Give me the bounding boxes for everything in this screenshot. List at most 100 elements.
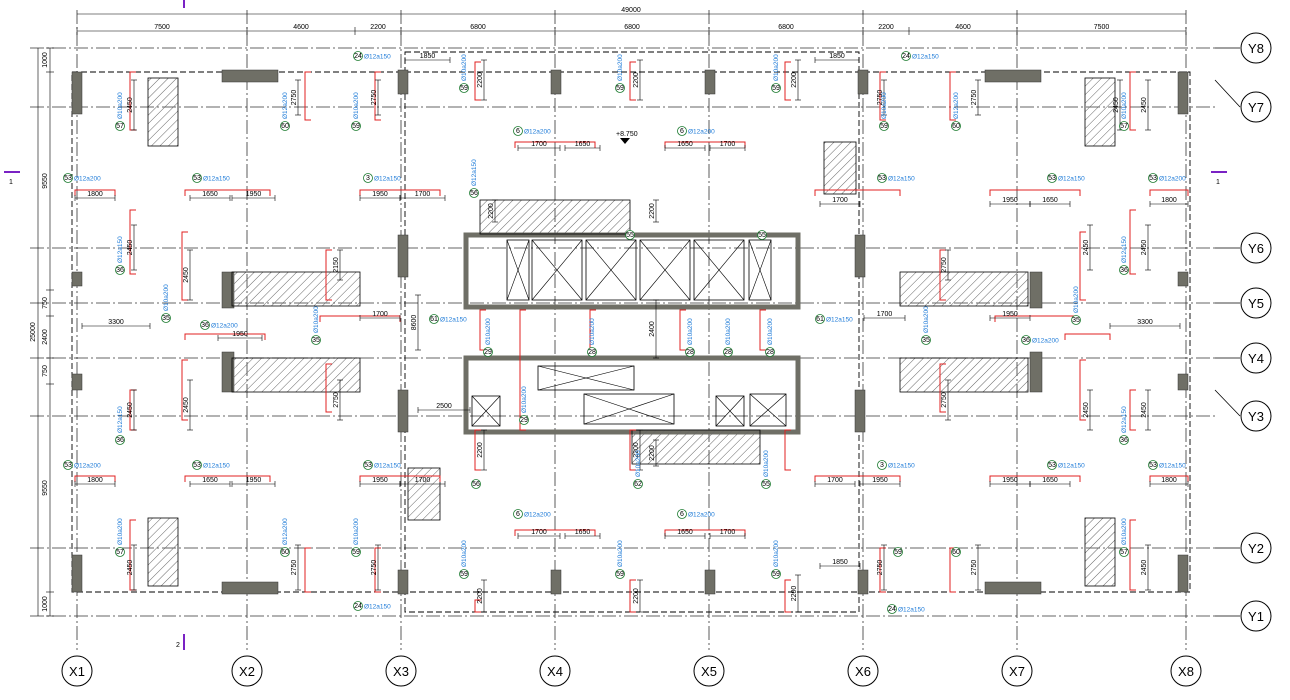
- axis-label-x: X1: [69, 664, 85, 679]
- core-wall-lower: [463, 355, 801, 435]
- dimension-label: 1950: [1002, 311, 1018, 318]
- section-mark-number: 2: [176, 642, 180, 649]
- rebar-bracket: [184, 189, 271, 196]
- dimension-label: 2750: [291, 560, 298, 576]
- shaft-box: [639, 239, 691, 301]
- dimension-label: 1950: [246, 191, 262, 198]
- dimension-label: 2750: [371, 560, 378, 576]
- column: [857, 69, 869, 95]
- opening-hatched: [823, 141, 857, 195]
- rebar-tag-number: 53: [1048, 462, 1056, 469]
- rebar-spec-label: Ø10a200: [521, 386, 528, 413]
- rebar-tag-number: 28: [724, 349, 732, 356]
- rebar-spec-label: Ø12a200: [1159, 175, 1186, 182]
- opening-hatched: [231, 271, 361, 307]
- column: [704, 569, 716, 595]
- dimension-label: 1650: [202, 191, 218, 198]
- left-dimension-label: 2400: [42, 329, 49, 345]
- rebar-tag-circle: [459, 569, 469, 579]
- rebar-spec-label: Ø10a200: [117, 518, 124, 545]
- axis-label-y: Y2: [1248, 541, 1264, 556]
- rebar-tag-circle: [353, 601, 363, 611]
- rebar-tag-circle: [363, 460, 373, 470]
- dimension-label: 2450: [1083, 402, 1090, 418]
- dimension-label: 2450: [127, 560, 134, 576]
- dimension-label: 3300: [1137, 319, 1153, 326]
- column: [1029, 351, 1043, 393]
- dimension-label: 2450: [183, 397, 190, 413]
- shaft-box: [693, 239, 745, 301]
- rebar-tag-number: 53: [878, 175, 886, 182]
- dimension-label: 2450: [183, 267, 190, 283]
- rebar-bracket: [474, 599, 481, 613]
- rebar-bracket: [1129, 71, 1136, 131]
- rebar-tag-number: 35: [312, 337, 320, 344]
- dimension-label: 1800: [87, 477, 103, 484]
- column: [71, 554, 83, 593]
- dimension-label: 1700: [720, 141, 736, 148]
- axis-bubble-x: [539, 655, 571, 687]
- rebar-tag-number: 36: [201, 322, 209, 329]
- shaft-cross: [583, 393, 675, 425]
- rebar-tag-number: 6: [680, 511, 684, 518]
- left-total-label: 25000: [30, 322, 37, 342]
- rebar-bracket: [1149, 475, 1189, 482]
- axis-bubble-y: [1240, 342, 1272, 374]
- rebar-tag-circle: [887, 604, 897, 614]
- rebar-tag-circle: [877, 173, 887, 183]
- rebar-tag-number: 59: [772, 571, 780, 578]
- axis-label-x: X7: [1009, 664, 1025, 679]
- rebar-tag-circle: [115, 547, 125, 557]
- rebar-tag-circle: [1021, 335, 1031, 345]
- rebar-spec-label: Ø12a150: [1121, 236, 1128, 263]
- rebar-tag-number: 53: [193, 462, 201, 469]
- rebar-tag-circle: [1047, 173, 1057, 183]
- rebar-tag-number: 60: [952, 123, 960, 130]
- rebar-spec-label: Ø10a200: [1073, 286, 1080, 313]
- rebar-tag-number: 28: [686, 349, 694, 356]
- rebar-tag-number: 57: [116, 549, 124, 556]
- column: [397, 234, 409, 278]
- dimension-label: 2200: [633, 442, 640, 458]
- dimension-label: 2750: [333, 392, 340, 408]
- rebar-bracket: [304, 71, 311, 121]
- rebar-tag-number: 59: [616, 85, 624, 92]
- rebar-tag-number: 36: [1022, 337, 1030, 344]
- rebar-spec-label: Ø12a150: [888, 462, 915, 469]
- shaft-box: [506, 239, 530, 301]
- rebar-spec-label: Ø12a150: [203, 462, 230, 469]
- dimension-label: 1800: [1161, 477, 1177, 484]
- dimension-label: 1950: [232, 331, 248, 338]
- shaft-box: [715, 395, 745, 427]
- dimension-label: 8600: [411, 315, 418, 331]
- column: [1177, 373, 1189, 391]
- rebar-bracket: [519, 309, 526, 431]
- dimension-label: 2200: [477, 588, 484, 604]
- rebar-tag-circle: [1119, 547, 1129, 557]
- rebar-spec-label: Ø10a200: [767, 318, 774, 345]
- rebar-spec-label: Ø12a200: [282, 518, 289, 545]
- rebar-spec-label: Ø12a150: [1058, 175, 1085, 182]
- rebar-spec-label: Ø12a150: [912, 53, 939, 60]
- rebar-spec-label: Ø12a150: [374, 175, 401, 182]
- rebar-spec-label: Ø10a200: [617, 54, 624, 81]
- rebar-tag-circle: [192, 460, 202, 470]
- rebar-tag-number: 55: [762, 481, 770, 488]
- axis-label-x: X6: [855, 664, 871, 679]
- axis-label-x: X4: [547, 664, 563, 679]
- opening-hatched: [479, 199, 631, 235]
- section-mark-number: 1: [9, 179, 13, 186]
- dimension-label: 2450: [1141, 560, 1148, 576]
- slab-outline-center: [404, 51, 860, 613]
- rebar-spec-label: Ø12a150: [364, 53, 391, 60]
- column: [71, 373, 83, 391]
- rebar-bracket: [784, 429, 791, 471]
- rebar-tag-circle: [877, 460, 887, 470]
- rebar-bracket: [879, 71, 886, 121]
- rebar-spec-label: Ø10a200: [461, 54, 468, 81]
- rebar-spec-label: Ø10a200: [1121, 518, 1128, 545]
- dimension-label: 2450: [1141, 240, 1148, 256]
- rebar-tag-circle: [1047, 460, 1057, 470]
- rebar-tag-number: 57: [1120, 549, 1128, 556]
- dimension-label: 2200: [488, 203, 495, 219]
